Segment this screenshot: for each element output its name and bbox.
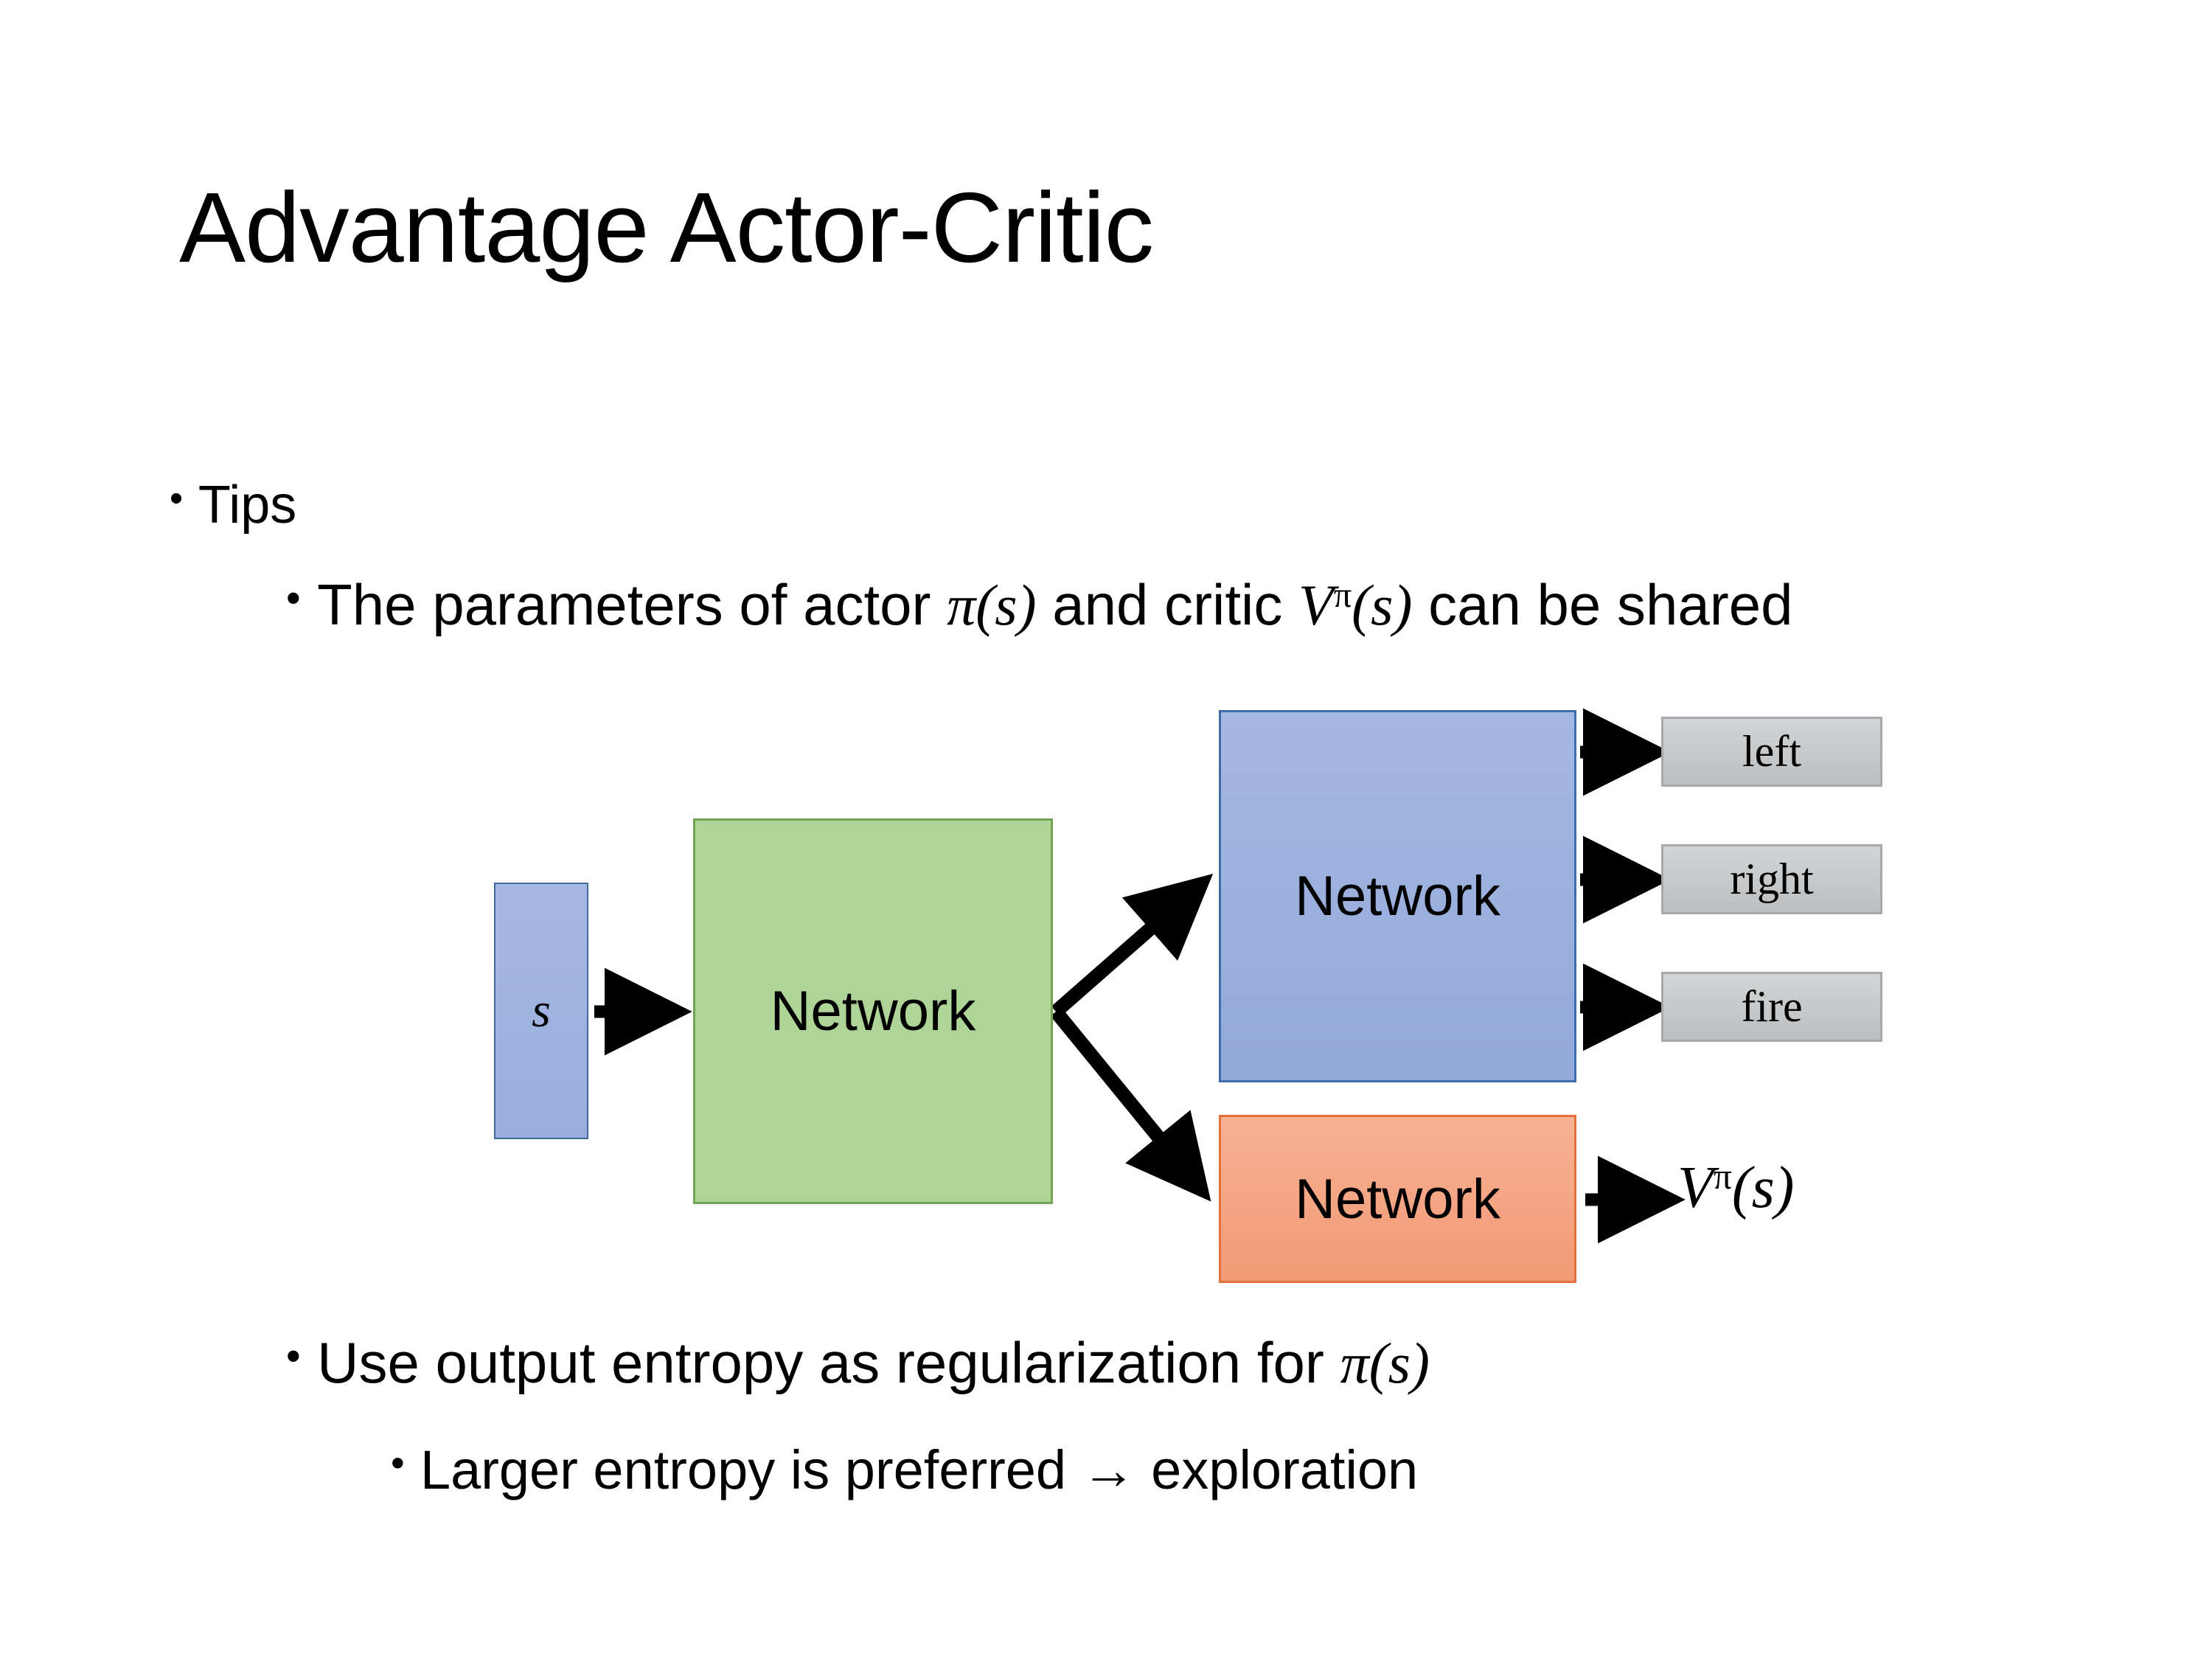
- output-action-left-label: left: [1742, 727, 1801, 776]
- output-action-left: left: [1661, 717, 1882, 787]
- bullet-shared-parameters-label: The parameters of actor π(s) and critic …: [317, 569, 2100, 641]
- bullet-entropy-regularization: • Use output entropy as regularization f…: [286, 1327, 2129, 1399]
- symbol-V: V: [1298, 573, 1334, 637]
- symbol-V: V: [1677, 1155, 1714, 1220]
- bullet-entropy-regularization-label: Use output entropy as regularization for…: [317, 1327, 2129, 1399]
- bullet-marker-icon: •: [391, 1441, 405, 1485]
- node-actor-network: Network: [1219, 710, 1576, 1082]
- node-actor-network-label: Network: [1295, 865, 1500, 928]
- bullet-marker-icon: •: [286, 574, 301, 621]
- symbol-paren-s: (s): [1731, 1155, 1795, 1220]
- node-state-label: s: [532, 984, 551, 1037]
- symbol-superscript-pi: π: [1713, 1156, 1732, 1197]
- output-action-fire: fire: [1661, 972, 1882, 1042]
- text-segment-entropy-prefix: Use output entropy as regularization for: [317, 1330, 1340, 1395]
- node-shared-network-label: Network: [770, 980, 976, 1043]
- node-critic-network-label: Network: [1295, 1167, 1500, 1231]
- node-shared-network: Network: [693, 818, 1053, 1204]
- bullet-tips: • Tips: [170, 472, 296, 538]
- symbol-paren-s: (s): [1368, 1331, 1430, 1395]
- symbol-pi: π: [947, 573, 976, 637]
- bullet-tips-label: Tips: [198, 476, 297, 535]
- symbol-paren-s: (s): [975, 573, 1037, 637]
- output-value-function-label: Vπ(s): [1677, 1155, 1794, 1222]
- bullet-marker-icon: •: [286, 1332, 301, 1379]
- output-action-right-label: right: [1730, 855, 1814, 903]
- text-segment-actor-prefix: The parameters of actor: [317, 572, 947, 637]
- text-segment-critic-prefix: and critic: [1036, 572, 1299, 637]
- node-state-input: s: [494, 883, 588, 1139]
- symbol-pi: π: [1340, 1331, 1369, 1395]
- symbol-paren-s: (s): [1352, 573, 1413, 637]
- page-title: Advantage Actor-Critic: [179, 172, 1154, 283]
- bullet-marker-icon: •: [170, 476, 184, 519]
- output-action-right: right: [1661, 844, 1882, 914]
- bullet-shared-parameters: • The parameters of actor π(s) and criti…: [286, 569, 2100, 641]
- bullet-larger-entropy-label: Larger entropy is preferred → exploratio…: [420, 1439, 1419, 1500]
- output-action-fire-label: fire: [1741, 982, 1803, 1031]
- text-segment-can-be-shared: can be shared: [1428, 572, 1793, 637]
- node-critic-network: Network: [1219, 1115, 1576, 1283]
- arrow-shared-to-actor: [1051, 873, 1214, 1018]
- symbol-superscript-pi: π: [1333, 575, 1352, 615]
- bullet-larger-entropy: • Larger entropy is preferred → explorat…: [391, 1436, 2160, 1505]
- arrow-shared-to-critic: [1050, 1006, 1211, 1202]
